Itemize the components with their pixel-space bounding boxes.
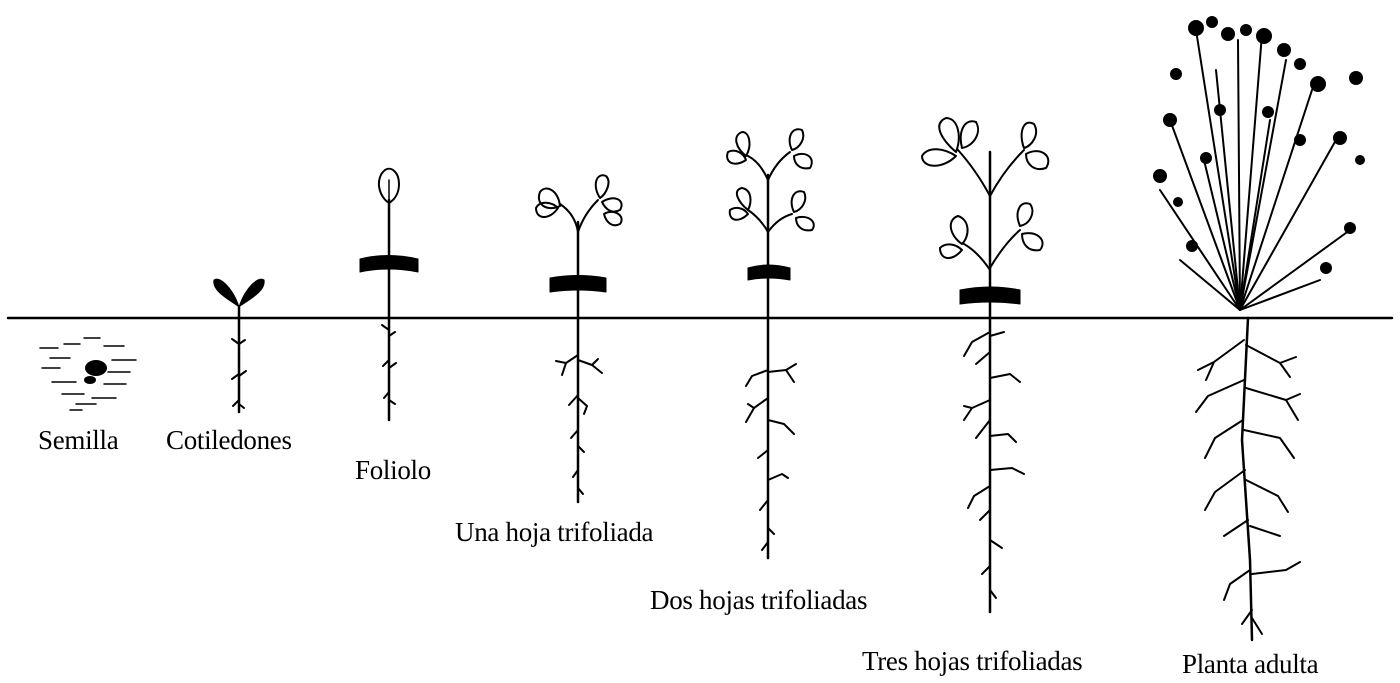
seed-stage xyxy=(40,338,136,410)
stage-label-foliolo: Foliolo xyxy=(355,457,431,484)
stage-label-una-hoja: Una hoja trifoliada xyxy=(455,519,653,546)
stage-label-dos-hojas: Dos hojas trifoliadas xyxy=(650,587,867,614)
adult-plant-stage xyxy=(1153,16,1365,640)
seed-icon xyxy=(85,360,107,376)
stage-label-planta-adulta: Planta adulta xyxy=(1182,651,1318,678)
three-trifoliate-stage xyxy=(922,118,1048,612)
stage-label-cotiledones: Cotiledones xyxy=(166,427,292,454)
cotyledon-stage xyxy=(214,279,264,412)
trifoliate-leaf-icon xyxy=(539,188,560,208)
two-trifoliate-stage xyxy=(727,129,814,558)
stage-label-tres-hojas: Tres hojas trifoliadas xyxy=(862,648,1082,675)
foliolo-stage xyxy=(360,169,418,420)
one-trifoliate-stage xyxy=(536,175,622,502)
cotyledon-icon xyxy=(214,279,238,306)
stage-label-semilla: Semilla xyxy=(38,427,118,454)
